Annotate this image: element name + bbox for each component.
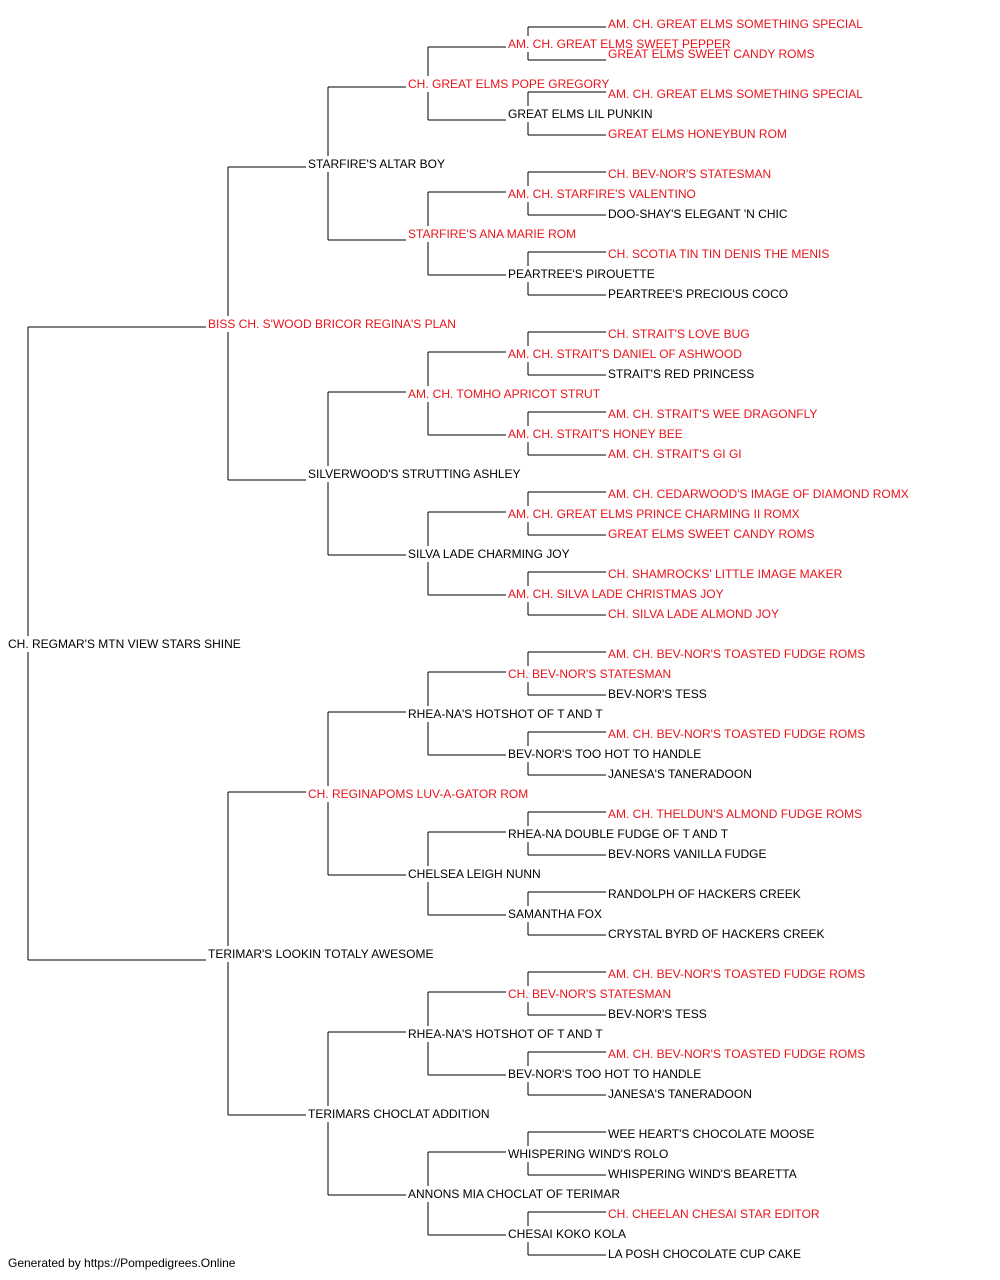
dog-name-gen5: CH. SHAMROCKS' LITTLE IMAGE MAKER (608, 567, 843, 581)
dog-name-gen5: AM. CH. STRAIT'S GI GI (608, 447, 742, 461)
dog-name-gen5: PEARTREE'S PRECIOUS COCO (608, 287, 788, 301)
dog-name-gen5: JANESA'S TANERADOON (608, 1087, 752, 1101)
dog-name-gen5: GREAT ELMS SWEET CANDY ROMS (608, 527, 814, 541)
dog-name-gen5: WEE HEART'S CHOCOLATE MOOSE (608, 1127, 815, 1141)
dog-name-gen5: AM. CH. BEV-NOR'S TOASTED FUDGE ROMS (608, 1047, 865, 1061)
dog-name-gen5: AM. CH. BEV-NOR'S TOASTED FUDGE ROMS (608, 967, 865, 981)
dog-name-gen2: SILVERWOOD'S STRUTTING ASHLEY (308, 467, 521, 481)
dog-name-gen5: WHISPERING WIND'S BEARETTA (608, 1167, 797, 1181)
dog-name-gen5: AM. CH. CEDARWOOD'S IMAGE OF DIAMOND ROM… (608, 487, 909, 501)
dog-name-gen4: CHESAI KOKO KOLA (508, 1227, 626, 1241)
dog-name-gen4: WHISPERING WIND'S ROLO (508, 1147, 668, 1161)
dog-name-gen4: AM. CH. SILVA LADE CHRISTMAS JOY (508, 587, 724, 601)
dog-name-gen2: STARFIRE'S ALTAR BOY (308, 157, 445, 171)
dog-name-gen3: CHELSEA LEIGH NUNN (408, 867, 541, 881)
dog-name-gen5: BEV-NORS VANILLA FUDGE (608, 847, 767, 861)
dog-name-gen3: RHEA-NA'S HOTSHOT OF T AND T (408, 1027, 603, 1041)
dog-name-gen5: AM. CH. BEV-NOR'S TOASTED FUDGE ROMS (608, 727, 865, 741)
dog-name-gen5: AM. CH. THELDUN'S ALMOND FUDGE ROMS (608, 807, 862, 821)
dog-name-gen5: CH. SCOTIA TIN TIN DENIS THE MENIS (608, 247, 829, 261)
dog-name-gen4: RHEA-NA DOUBLE FUDGE OF T AND T (508, 827, 729, 841)
dog-name-gen5: AM. CH. GREAT ELMS SOMETHING SPECIAL (608, 87, 863, 101)
dog-name-gen4: GREAT ELMS LIL PUNKIN (508, 107, 653, 121)
dog-name-gen4: SAMANTHA FOX (508, 907, 602, 921)
dog-name-gen5: CH. BEV-NOR'S STATESMAN (608, 167, 771, 181)
dog-name-gen5: CH. SILVA LADE ALMOND JOY (608, 607, 779, 621)
pedigree-connector-lines (27, 26, 606, 1256)
dog-name-gen4: BEV-NOR'S TOO HOT TO HANDLE (508, 1067, 701, 1081)
dog-name-gen4: CH. BEV-NOR'S STATESMAN (508, 987, 671, 1001)
dog-name-gen5: AM. CH. BEV-NOR'S TOASTED FUDGE ROMS (608, 647, 865, 661)
dog-name-gen5: LA POSH CHOCOLATE CUP CAKE (608, 1247, 801, 1261)
dog-name-gen2: TERIMARS CHOCLAT ADDITION (308, 1107, 490, 1121)
dog-name-gen3: ANNONS MIA CHOCLAT OF TERIMAR (408, 1187, 620, 1201)
dog-name-gen3: STARFIRE'S ANA MARIE ROM (408, 227, 576, 241)
dog-name-gen5: AM. CH. GREAT ELMS SOMETHING SPECIAL (608, 17, 863, 31)
dog-name-gen5: BEV-NOR'S TESS (608, 1007, 707, 1021)
dog-name-gen5: GREAT ELMS HONEYBUN ROM (608, 127, 787, 141)
dog-name-gen5: GREAT ELMS SWEET CANDY ROMS (608, 47, 814, 61)
dog-name-gen0: CH. REGMAR'S MTN VIEW STARS SHINE (8, 637, 241, 651)
dog-name-gen5: JANESA'S TANERADOON (608, 767, 752, 781)
dog-name-gen2: CH. REGINAPOMS LUV-A-GATOR ROM (308, 787, 528, 801)
dog-name-gen5: CH. CHEELAN CHESAI STAR EDITOR (608, 1207, 820, 1221)
dog-name-gen1: BISS CH. S'WOOD BRICOR REGINA'S PLAN (208, 317, 456, 331)
dog-name-gen4: AM. CH. STRAIT'S DANIEL OF ASHWOOD (508, 347, 742, 361)
dog-name-gen4: AM. CH. STRAIT'S HONEY BEE (508, 427, 683, 441)
dog-name-gen5: DOO-SHAY'S ELEGANT 'N CHIC (608, 207, 788, 221)
dog-name-gen4: AM. CH. STARFIRE'S VALENTINO (508, 187, 696, 201)
dog-name-gen5: AM. CH. STRAIT'S WEE DRAGONFLY (608, 407, 817, 421)
dog-name-gen4: PEARTREE'S PIROUETTE (508, 267, 655, 281)
dog-name-gen3: CH. GREAT ELMS POPE GREGORY (408, 77, 609, 91)
footer-credit: Generated by https://Pompedigrees.Online (8, 1256, 236, 1270)
dog-name-gen3: RHEA-NA'S HOTSHOT OF T AND T (408, 707, 603, 721)
dog-name-gen5: CRYSTAL BYRD OF HACKERS CREEK (608, 927, 825, 941)
dog-name-gen5: BEV-NOR'S TESS (608, 687, 707, 701)
dog-name-gen4: CH. BEV-NOR'S STATESMAN (508, 667, 671, 681)
dog-name-gen4: AM. CH. GREAT ELMS SWEET PEPPER (508, 37, 731, 51)
dog-name-gen4: BEV-NOR'S TOO HOT TO HANDLE (508, 747, 701, 761)
dog-name-gen1: TERIMAR'S LOOKIN TOTALY AWESOME (208, 947, 433, 961)
dog-name-gen5: STRAIT'S RED PRINCESS (608, 367, 754, 381)
dog-name-gen3: AM. CH. TOMHO APRICOT STRUT (408, 387, 601, 401)
dog-name-gen4: AM. CH. GREAT ELMS PRINCE CHARMING II RO… (508, 507, 800, 521)
pedigree-labels: CH. REGMAR'S MTN VIEW STARS SHINE BISS CH… (8, 17, 909, 1261)
dog-name-gen5: RANDOLPH OF HACKERS CREEK (608, 887, 801, 901)
dog-name-gen5: CH. STRAIT'S LOVE BUG (608, 327, 750, 341)
dog-name-gen3: SILVA LADE CHARMING JOY (408, 547, 570, 561)
